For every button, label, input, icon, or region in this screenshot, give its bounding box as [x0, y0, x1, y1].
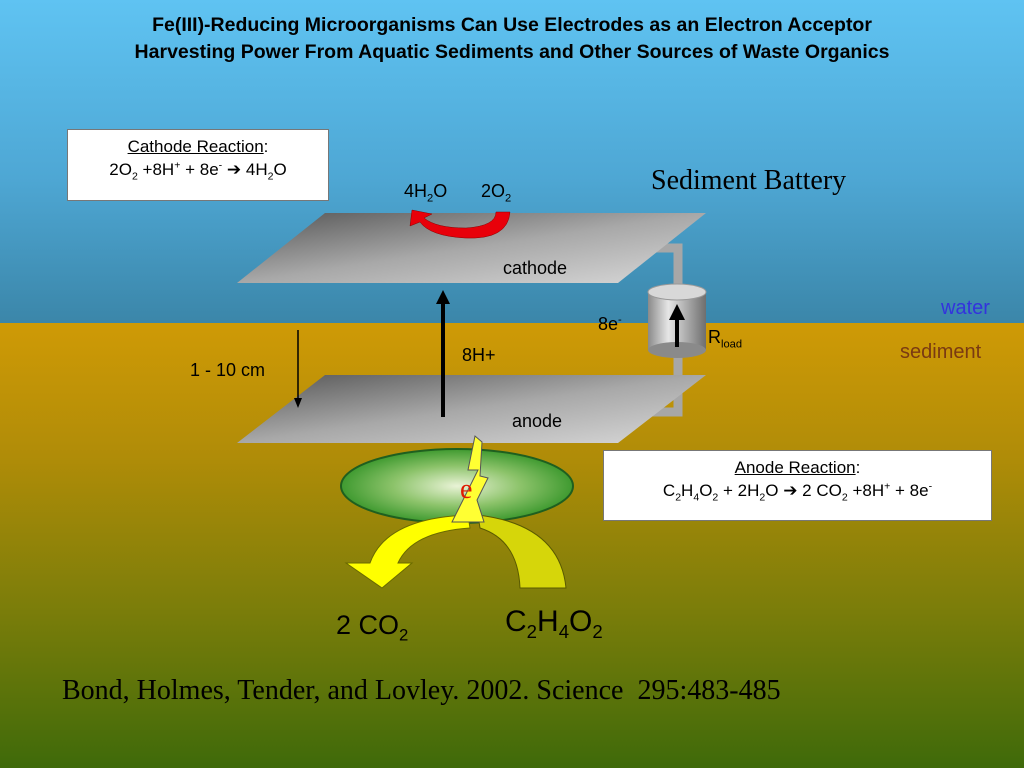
- lightning-bolt-icon: [451, 435, 489, 523]
- anode-label: anode: [512, 411, 563, 431]
- co2-product-label: 2 CO2: [336, 610, 409, 645]
- oxygen-reactant-label: 2O2: [481, 181, 512, 205]
- cathode-heading-colon: :: [263, 137, 269, 156]
- water-label: water: [941, 297, 990, 319]
- right-arrow-icon: ➔: [783, 481, 798, 501]
- distance-label: 1 - 10 cm: [190, 360, 266, 380]
- oxygen-reduction-arrow: [409, 209, 511, 239]
- water-product-label: 4H2O: [404, 181, 448, 205]
- co2-release-arrow: [344, 514, 471, 589]
- electrons-label: 8e-: [598, 314, 622, 334]
- cathode-equation: 2O2 +8H+ + 8e- ➔ 4H2O: [109, 159, 287, 183]
- rload-label: Rload: [708, 327, 743, 351]
- title-line-2: Harvesting Power From Aquatic Sediments …: [134, 41, 890, 63]
- acetate-label: C2H4O2: [505, 605, 603, 642]
- sediment-battery-label: Sediment Battery: [651, 165, 847, 196]
- electron-symbol: e: [460, 474, 473, 505]
- protons-label: 8H+: [462, 345, 496, 365]
- anode-reaction-box: Anode Reaction: C2H4O2 + 2H2O ➔ 2 CO2 +8…: [603, 450, 992, 521]
- cathode-plate: [237, 213, 706, 283]
- slide-title: Fe(III)-Reducing Microorganisms Can Use …: [0, 12, 1024, 66]
- citation: Bond, Holmes, Tender, and Lovley. 2002. …: [62, 675, 781, 706]
- cathode-reaction-box: Cathode Reaction: 2O2 +8H+ + 8e- ➔ 4H2O: [67, 129, 329, 201]
- title-line-1: Fe(III)-Reducing Microorganisms Can Use …: [152, 14, 872, 36]
- electron-flow-arrow: [669, 304, 685, 347]
- right-arrow-icon: ➔: [226, 160, 242, 180]
- cathode-reaction-heading: Cathode Reaction: [127, 137, 264, 156]
- acetate-uptake-arrow: [477, 514, 567, 589]
- sediment-label: sediment: [900, 341, 982, 363]
- cathode-label: cathode: [503, 258, 568, 278]
- anode-equation: C2H4O2 + 2H2O ➔ 2 CO2 +8H+ + 8e-: [662, 480, 933, 504]
- anode-reaction-heading: Anode Reaction: [734, 458, 856, 477]
- distance-arrow: [294, 330, 302, 408]
- anode-heading-colon: :: [855, 458, 861, 477]
- anode-plate: [237, 375, 706, 443]
- proton-arrow: [436, 290, 450, 417]
